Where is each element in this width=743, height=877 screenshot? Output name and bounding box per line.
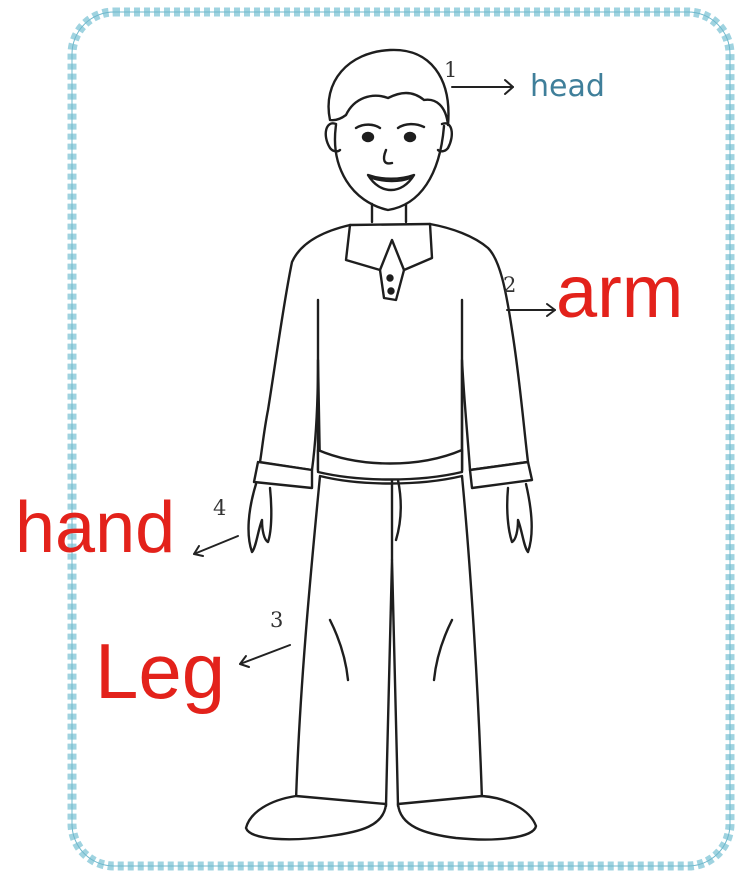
label-number-1: 1 bbox=[444, 60, 457, 81]
label-number-3: 3 bbox=[270, 610, 283, 631]
boy-figure bbox=[246, 50, 536, 840]
arrow-4-hand bbox=[194, 536, 238, 556]
arrow-2-arm bbox=[507, 304, 555, 316]
arrow-1-head bbox=[452, 80, 513, 94]
figure-torso bbox=[254, 224, 532, 488]
figure-legs bbox=[296, 476, 482, 806]
arrow-3-leg bbox=[240, 645, 290, 667]
label-word-head: head bbox=[530, 72, 605, 102]
label-word-leg: Leg bbox=[95, 632, 225, 710]
figure-head bbox=[326, 50, 452, 210]
label-number-2: 2 bbox=[503, 275, 516, 296]
label-word-arm: arm bbox=[556, 255, 683, 329]
label-number-4: 4 bbox=[213, 498, 226, 519]
label-word-hand: hand bbox=[15, 492, 175, 564]
figure-shoes bbox=[246, 796, 536, 840]
